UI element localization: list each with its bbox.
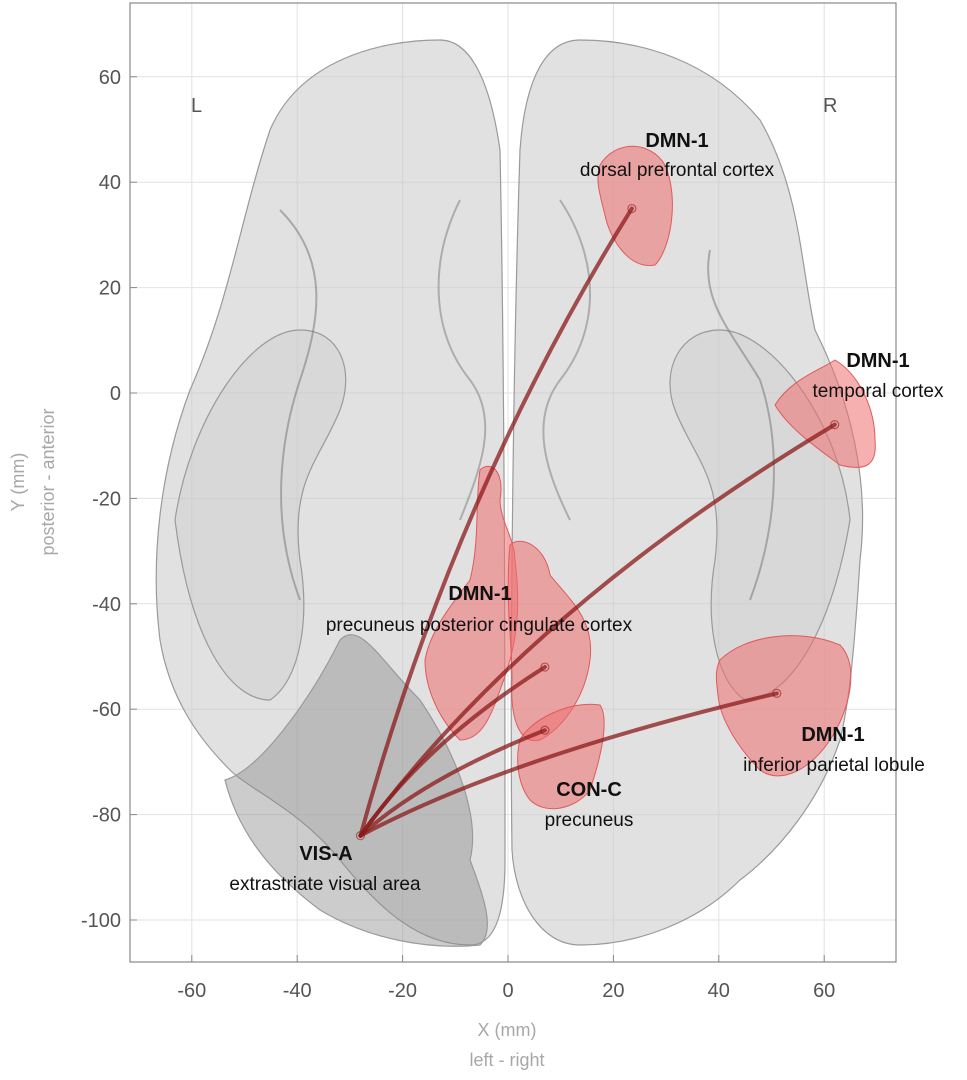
region-label-pcc: DMN-1 precuneus posterior cingulate cort… — [326, 583, 633, 636]
y-tick-label: 0 — [110, 383, 121, 405]
y-axis-ticks: 60 40 20 0 -20 -40 -60 -80 -100 — [81, 67, 137, 932]
y-axis-subtitle: posterior - anterior — [38, 408, 58, 555]
x-axis-subtitle: left - right — [469, 1050, 544, 1070]
lateral-fold-right — [707, 249, 775, 601]
cerebellum-left — [224, 634, 488, 947]
region-description-label: dorsal prefrontal cortex — [580, 160, 775, 181]
y-tick-label: 40 — [99, 172, 121, 194]
y-tick-label: -60 — [92, 699, 121, 721]
region-network-label: DMN-1 — [448, 583, 511, 605]
x-tick-label: -60 — [177, 980, 206, 1002]
region-nodes — [355, 203, 840, 841]
left-hemisphere-label: L — [191, 95, 202, 117]
region-node-vis — [355, 831, 366, 841]
region-network-label: DMN-1 — [801, 724, 864, 746]
region-network-label: DMN-1 — [645, 130, 708, 152]
x-tick-label: -20 — [388, 980, 417, 1002]
x-tick-label: 20 — [602, 980, 624, 1002]
region-label-dpfc: DMN-1 dorsal prefrontal cortex — [580, 130, 775, 181]
connection-lines — [358, 206, 837, 838]
left-temporal-fold — [174, 329, 347, 701]
lateral-fold-left — [279, 209, 318, 601]
y-axis-title: Y (mm) — [8, 453, 28, 512]
region-network-label: DMN-1 — [846, 350, 909, 372]
x-axis-title: X (mm) — [478, 1020, 537, 1040]
region-description-label: precuneus — [545, 810, 634, 831]
x-tick-label: 60 — [813, 980, 835, 1002]
region-blob-con — [517, 703, 605, 810]
connection-line-ipl — [358, 691, 779, 838]
y-tick-label: -40 — [92, 594, 121, 616]
region-label-ipl: DMN-1 inferior parietal lobule — [743, 724, 925, 776]
region-label-vis: VIS-A extrastriate visual area — [229, 843, 421, 895]
x-tick-label: 40 — [708, 980, 730, 1002]
y-tick-label: -20 — [92, 488, 121, 510]
x-tick-label: -40 — [283, 980, 312, 1002]
y-tick-label: 60 — [99, 67, 121, 89]
region-node-dpfc — [627, 203, 637, 214]
region-description-label: inferior parietal lobule — [743, 755, 925, 776]
region-network-label: CON-C — [556, 779, 622, 801]
connection-line-con — [358, 728, 547, 838]
region-description-label: precuneus posterior cingulate cortex — [326, 615, 633, 636]
region-blobs — [424, 145, 876, 810]
y-tick-label: -80 — [92, 805, 121, 827]
region-node-tc — [830, 420, 840, 430]
x-tick-label: 0 — [502, 980, 513, 1002]
region-blob-ipl — [715, 635, 852, 777]
region-description-label: extrastriate visual area — [229, 874, 421, 895]
right-hemisphere-label: R — [823, 95, 837, 117]
midline-fold-right — [542, 199, 591, 521]
region-node-pcc — [540, 662, 550, 672]
connection-line-pcc — [358, 665, 547, 838]
region-description-label: temporal cortex — [813, 381, 944, 402]
region-network-label: VIS-A — [299, 843, 352, 865]
region-node-ipl — [772, 688, 782, 698]
left-hemisphere — [155, 39, 506, 946]
region-blob-temporal — [774, 359, 876, 468]
region-label-con: CON-C precuneus — [545, 779, 634, 831]
x-axis-ticks: -60 -40 -20 0 20 40 60 — [177, 955, 835, 1002]
y-tick-label: 20 — [99, 278, 121, 300]
plot-frame — [129, 2, 897, 963]
region-blob-pcc — [424, 465, 519, 741]
region-label-temporal: DMN-1 temporal cortex — [813, 350, 944, 402]
midline-fold-left — [437, 199, 487, 521]
connection-line-dpfc — [358, 206, 634, 838]
region-node-con — [540, 725, 550, 735]
y-tick-label: -100 — [81, 910, 121, 932]
